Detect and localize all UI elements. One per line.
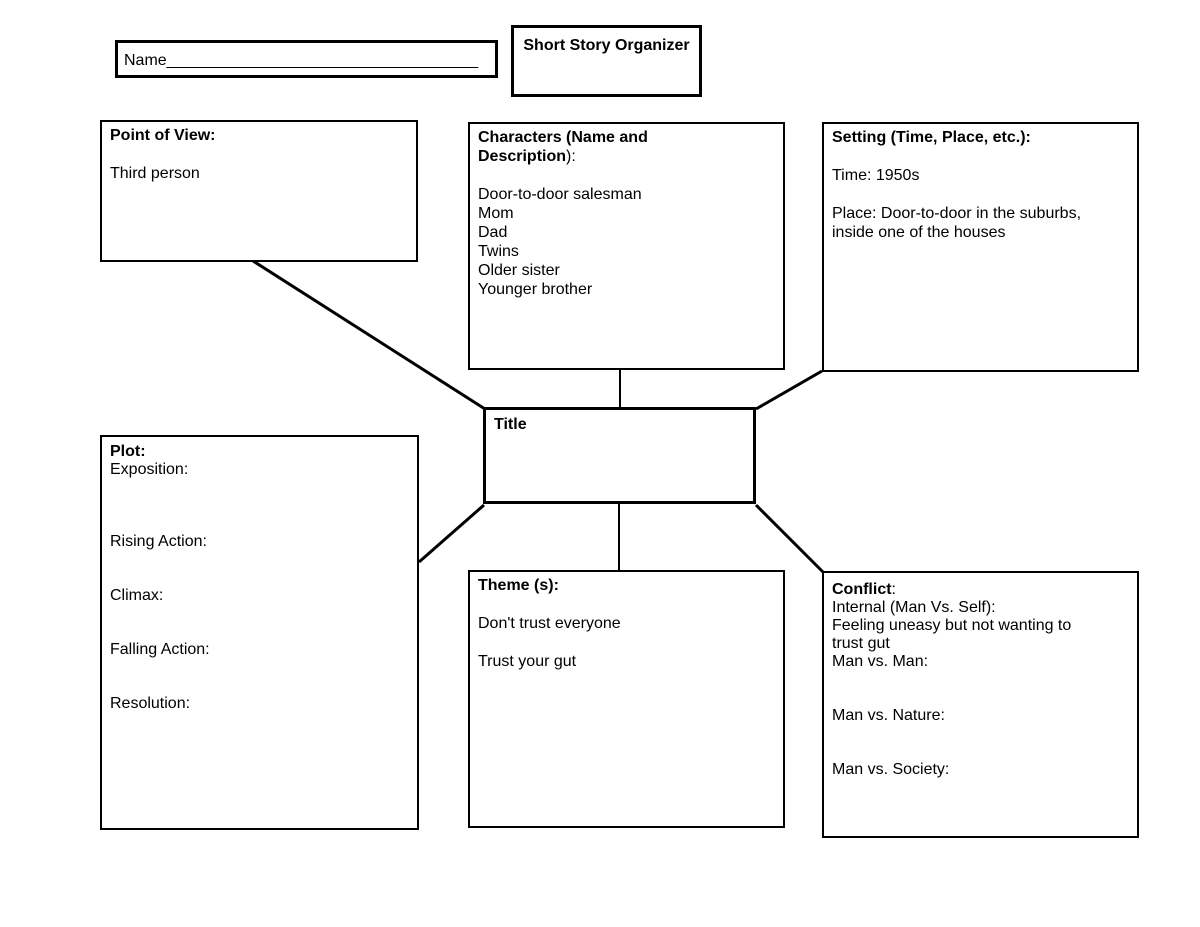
- organizer-title-box: Short Story Organizer: [511, 25, 702, 97]
- character-item: Older sister: [478, 262, 560, 279]
- characters-box[interactable]: Characters (Name and Description): Door-…: [468, 122, 785, 370]
- characters-list: Door-to-door salesman Mom Dad Twins Olde…: [478, 185, 775, 299]
- connector-title-to-plot: [418, 503, 485, 564]
- plot-field-exposition: Exposition:: [110, 461, 189, 478]
- characters-heading: Characters (Name and Description):: [478, 128, 775, 166]
- plot-box[interactable]: Plot: Exposition: Rising Action: Climax:…: [100, 435, 419, 830]
- plot-field-rising-action: Rising Action:: [110, 533, 207, 550]
- character-item: Younger brother: [478, 281, 593, 298]
- setting-heading: Setting (Time, Place, etc.):: [832, 129, 1031, 146]
- conflict-heading-bold: Conflict: [832, 581, 892, 598]
- conflict-line-man-vs-man: Man vs. Man:: [832, 653, 929, 670]
- characters-heading-bold: Characters (Name and Description: [478, 129, 648, 165]
- setting-box[interactable]: Setting (Time, Place, etc.): Time: 1950s…: [822, 122, 1139, 372]
- character-item: Twins: [478, 243, 519, 260]
- theme-item: Don't trust everyone: [478, 615, 621, 632]
- plot-field-falling-action: Falling Action:: [110, 641, 210, 658]
- conflict-heading-suffix: :: [891, 581, 896, 598]
- organizer-title: Short Story Organizer: [523, 37, 690, 54]
- setting-place: Place: Door-to-door in the suburbs, insi…: [832, 205, 1082, 241]
- plot-field-climax: Climax:: [110, 587, 164, 604]
- connector-pov-to-title: [249, 257, 486, 411]
- conflict-line-man-vs-society: Man vs. Society:: [832, 761, 950, 778]
- point-of-view-box[interactable]: Point of View: Third person: [100, 120, 418, 262]
- title-box[interactable]: Title: [483, 407, 756, 504]
- name-field-box[interactable]: Name___________________________________: [115, 40, 498, 78]
- characters-heading-suffix: ):: [566, 148, 576, 165]
- character-item: Dad: [478, 224, 508, 241]
- conflict-box[interactable]: Conflict: Internal (Man Vs. Self): Feeli…: [822, 571, 1139, 838]
- conflict-heading: Conflict:: [832, 581, 1129, 599]
- title-label: Title: [494, 416, 527, 433]
- theme-box[interactable]: Theme (s): Don't trust everyone Trust yo…: [468, 570, 785, 828]
- conflict-line-man-vs-nature: Man vs. Nature:: [832, 707, 945, 724]
- theme-item: Trust your gut: [478, 653, 577, 670]
- character-item: Door-to-door salesman: [478, 186, 642, 203]
- point-of-view-value: Third person: [110, 165, 200, 182]
- connector-title-to-conflict: [754, 503, 825, 574]
- character-item: Mom: [478, 205, 514, 222]
- conflict-line-internal-answer: Feeling uneasy but not wanting to trust …: [832, 617, 1072, 652]
- conflict-line-internal: Internal (Man Vs. Self):: [832, 599, 996, 616]
- connector-setting-to-title: [755, 369, 823, 411]
- setting-time: Time: 1950s: [832, 167, 920, 184]
- plot-heading: Plot:: [110, 443, 146, 460]
- point-of-view-heading: Point of View:: [110, 127, 216, 144]
- name-field-label: Name___________________________________: [124, 52, 479, 69]
- theme-heading: Theme (s):: [478, 577, 559, 594]
- plot-field-resolution: Resolution:: [110, 695, 191, 712]
